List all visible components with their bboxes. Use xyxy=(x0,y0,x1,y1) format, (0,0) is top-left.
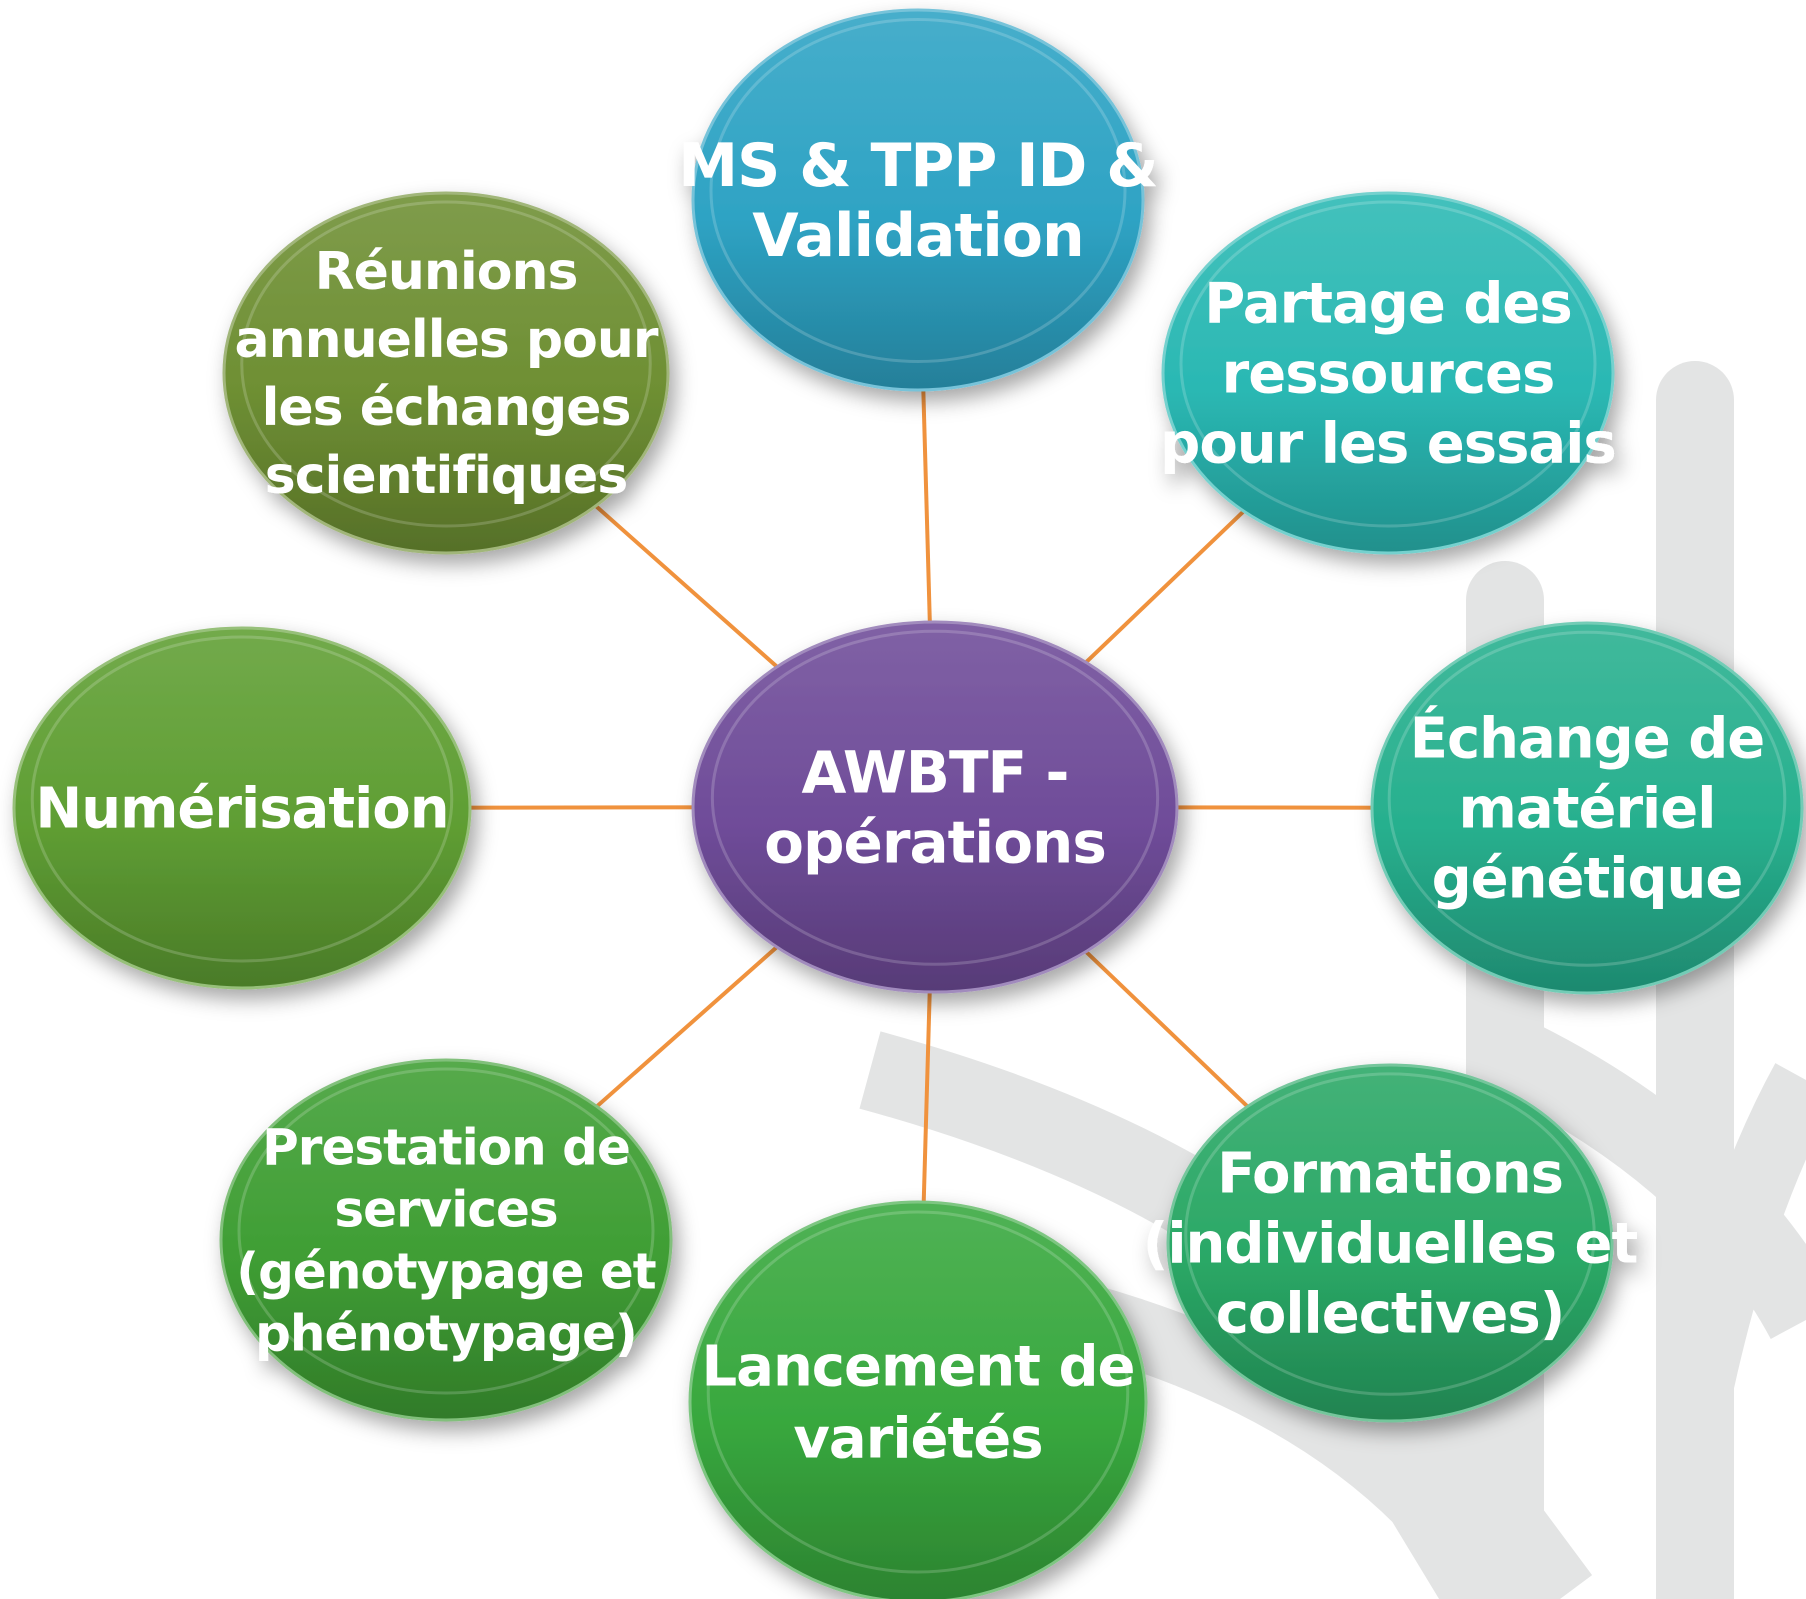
center-node-label-line: AWBTF - xyxy=(802,738,1069,806)
node-numerisation-rim xyxy=(30,635,454,963)
node-formations-label-line: (individuelles et xyxy=(1143,1212,1638,1277)
node-reunions-rim xyxy=(240,200,652,528)
node-prestation-label-line: phénotypage) xyxy=(255,1305,637,1363)
node-prestation-label-line: (génotypage et xyxy=(236,1243,656,1301)
node-formations-rim xyxy=(1184,1072,1596,1396)
center-node: AWBTF -opérations xyxy=(691,620,1179,994)
node-ms-tpp-label-line: Validation xyxy=(752,201,1083,271)
node-partage-label-line: Partage des xyxy=(1204,272,1571,337)
node-reunions-label-line: Réunions xyxy=(315,242,578,302)
node-echange-rim xyxy=(1387,630,1787,967)
node-echange-label-line: Échange de xyxy=(1410,706,1765,772)
node-ms-tpp-ellipse xyxy=(691,8,1145,392)
node-ms-tpp-rim xyxy=(709,18,1127,363)
center-node-rim xyxy=(710,629,1160,966)
node-lancement-label-line: Lancement de xyxy=(701,1335,1134,1400)
node-formations-label-line: collectives) xyxy=(1216,1282,1565,1347)
node-numerisation: Numérisation xyxy=(12,626,472,990)
node-echange-ellipse xyxy=(1370,621,1804,995)
node-reunions-label-line: annuelles pour xyxy=(235,310,659,370)
node-numerisation-label-line: Numérisation xyxy=(35,777,448,842)
node-prestation-label-line: Prestation de xyxy=(262,1119,630,1177)
node-prestation-label-line: services xyxy=(334,1181,557,1239)
node-partage-label-line: pour les essais xyxy=(1160,412,1616,477)
node-reunions: Réunions annuelles pour les échanges scient… xyxy=(222,191,670,555)
node-partage-rim xyxy=(1179,200,1597,528)
node-partage-ellipse xyxy=(1161,191,1615,555)
node-lancement-rim xyxy=(706,1210,1130,1574)
node-partage-label-line: ressources xyxy=(1222,342,1555,407)
node-prestation-ellipse xyxy=(219,1058,673,1422)
node-echange-label-line: génétique xyxy=(1432,847,1743,912)
node-numerisation-ellipse xyxy=(12,626,472,990)
node-formations-label-line: Formations xyxy=(1217,1142,1563,1207)
node-echange-label-line: matériel xyxy=(1459,777,1716,842)
node-prestation-rim xyxy=(237,1067,655,1395)
node-ms-tpp-label-line: MS & TPP ID & xyxy=(678,131,1157,201)
node-lancement: Lancement de variétés xyxy=(688,1200,1148,1599)
node-lancement-ellipse xyxy=(688,1200,1148,1599)
center-node-label-line: opérations xyxy=(764,808,1106,876)
center-node-ellipse xyxy=(691,620,1179,994)
node-reunions-ellipse xyxy=(222,191,670,555)
node-reunions-label-line: scientifiques xyxy=(265,446,627,506)
node-ms-tpp: MS & TPP ID &Validation xyxy=(678,8,1159,392)
node-lancement-label-line: variétés xyxy=(793,1407,1042,1472)
node-formations-ellipse xyxy=(1166,1063,1614,1423)
node-reunions-label-line: les échanges xyxy=(262,378,631,438)
